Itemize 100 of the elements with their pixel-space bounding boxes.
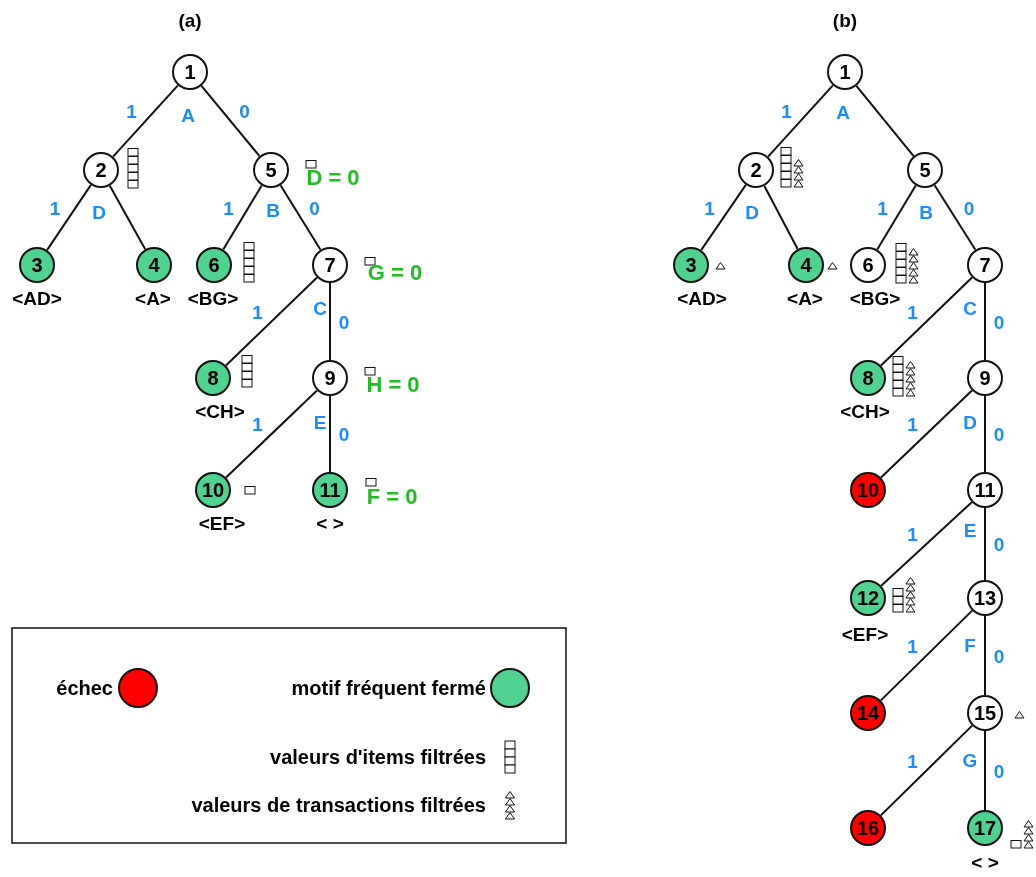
node-number: 15 [973,701,997,725]
split-item-label: C [313,298,327,318]
node-number: 13 [973,586,997,610]
pattern-label: <AD> [677,288,727,308]
branch-label: 1 [704,198,715,217]
node-number: 4 [148,253,160,277]
split-item-label: G [962,750,978,770]
tree-branch [855,84,915,158]
split-item-label: F [964,635,976,655]
branch-label: 0 [309,198,320,217]
tree-branch [329,282,331,361]
tree-node [312,360,348,396]
legend-label: valeurs de transactions filtrées [191,795,486,815]
node-number: 2 [95,158,107,182]
tree-branch [225,389,318,479]
tree-node [788,247,824,283]
tree-node [967,810,1003,846]
branch-label: 0 [963,198,975,217]
node-number: 3 [31,253,43,277]
branch-label: 1 [907,524,918,544]
tree-branch [879,276,974,367]
node-number: 12 [856,586,880,610]
branch-label: 0 [993,534,1005,554]
branch-label: 0 [993,646,1005,665]
branch-label: 1 [49,198,61,217]
tree-branch [763,184,799,251]
tree-branch [933,184,977,251]
filter-note: F = 0 [366,486,418,508]
tree-node [850,472,886,508]
node-number: 11 [974,478,996,502]
node-number: 6 [208,253,220,277]
branch-label: 1 [126,101,137,121]
pattern-label: <CH> [840,401,890,421]
split-item-label: B [266,200,280,220]
branch-label: 1 [907,414,918,434]
tree-branch [222,184,263,251]
node-number: 7 [324,253,336,277]
node-number: 5 [919,158,931,182]
tree-branch [879,724,974,817]
tree-node [967,360,1003,396]
node-number: 7 [979,253,991,277]
split-item-label: C [963,298,977,318]
pattern-label: <AD> [12,288,62,308]
tree-node [967,472,1003,508]
tree-node [195,472,231,508]
tree-branch [880,501,973,587]
tree-branch [984,395,986,473]
pattern-label: <EF> [841,624,889,644]
tree-branch [984,615,986,696]
node-number: 9 [324,366,336,390]
branch-label: 0 [338,312,350,331]
tree-node [312,247,348,283]
tree-node [850,580,886,616]
tree-node [253,152,289,188]
tree-node [850,247,886,283]
tree-branch [224,276,319,367]
tree-branch [200,84,261,158]
branch-label: 1 [907,751,918,770]
branch-label: 0 [993,312,1005,331]
pattern-label: < > [971,852,999,872]
tree-node [967,580,1003,616]
node-number: 17 [973,816,997,840]
split-item-label: D [92,202,106,222]
filter-note: D = 0 [306,167,360,189]
tree-branch [879,609,974,702]
tree-branch [880,389,973,479]
tree-branch [700,183,747,252]
tree-node [83,152,119,188]
pattern-label: <CH> [195,401,245,421]
legend-label: motif fréquent fermé [291,678,486,698]
pattern-label: <BG> [849,288,901,308]
node-number: 16 [856,816,880,840]
node-number: 9 [979,366,991,390]
pattern-label: <BG> [187,288,239,308]
panel-label: (b) [832,10,858,30]
tree-branch [767,84,834,158]
split-item-label: D [963,412,977,432]
branch-label: 0 [993,761,1005,780]
branch-label: 1 [877,198,888,217]
tree-branch [279,184,322,251]
tree-node [196,247,232,283]
node-number: 11 [319,478,341,502]
tree-branch [112,84,179,158]
tree-node [136,247,172,283]
node-number: 10 [856,478,880,502]
tree-node [850,810,886,846]
tree-branch [329,395,331,473]
branch-label: 0 [338,424,350,444]
pattern-label: < > [316,513,344,533]
node-number: 5 [265,158,277,182]
node-number: 14 [856,701,880,725]
filter-note: G = 0 [367,262,423,284]
tree-node [827,54,863,90]
node-number: 8 [862,366,874,390]
tree-branch [984,282,986,361]
node-number: 6 [862,253,874,277]
tree-node [738,152,774,188]
split-item-label: E [313,412,327,432]
tree-node [850,360,886,396]
tree-node [19,247,55,283]
